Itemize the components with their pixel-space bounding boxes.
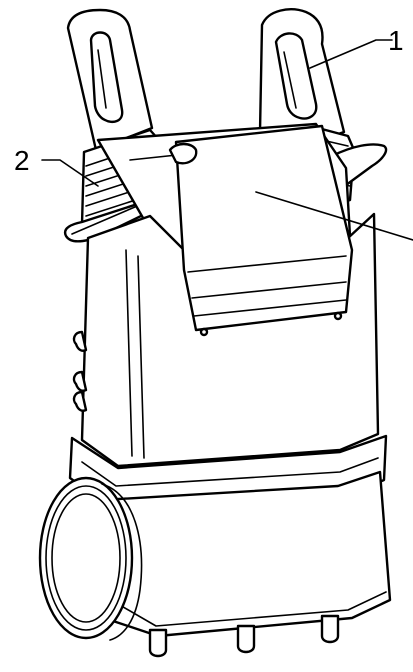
callout-1-label: 1 [388,25,404,56]
callout-3-leader [255,191,413,241]
callout-2: 2 [14,145,99,187]
callout-2-leader [41,159,99,187]
callout-2-label: 2 [14,145,30,176]
hinged-flap [168,124,354,337]
left-handle [66,8,154,152]
callout-3 [255,191,413,241]
round-port [38,476,143,641]
right-handle [258,8,346,152]
callout-1: 1 [309,25,404,69]
callout-1-leader [309,39,393,69]
base-skirt [100,470,392,658]
